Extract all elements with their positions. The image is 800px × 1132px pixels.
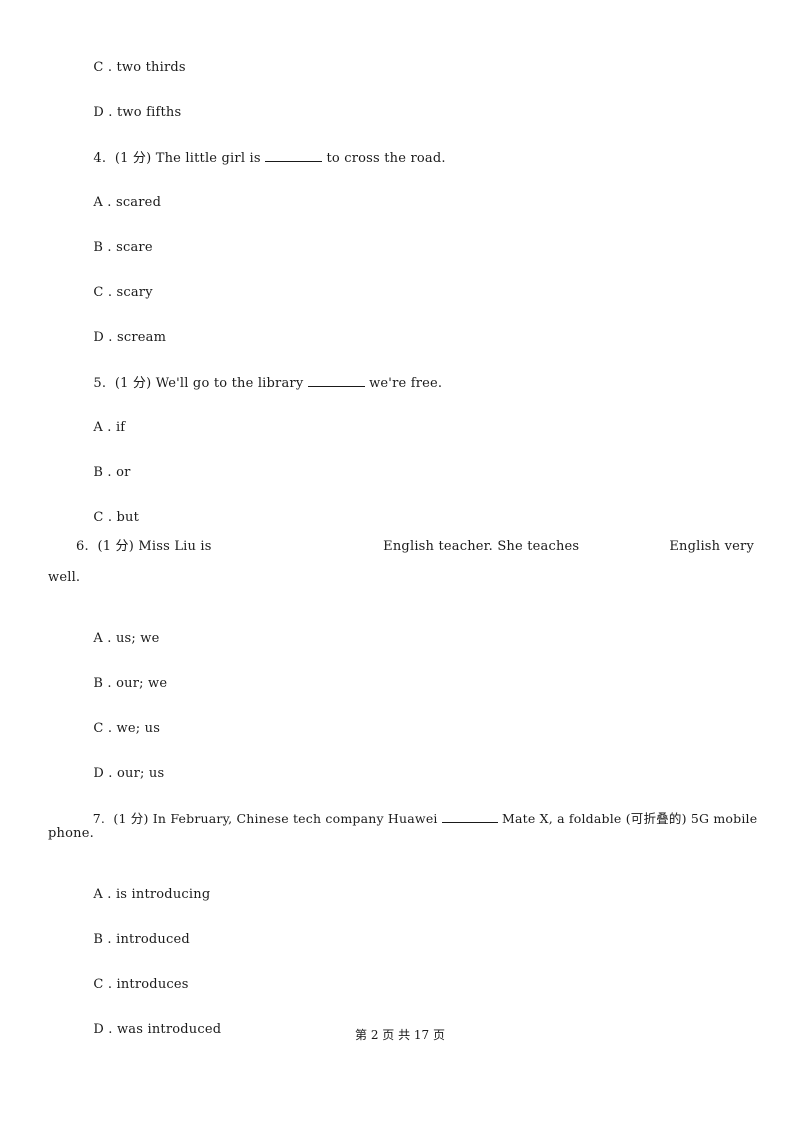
question-4: 4. (1 分) The little girl is to cross the… (93, 150, 446, 166)
option-a: A . scared (93, 195, 162, 210)
page-number: 第 2 页 共 17 页 (355, 1028, 445, 1042)
option-b: B . scare (93, 240, 153, 255)
option-a: A . if (93, 420, 126, 435)
option-d: D . two fifths (93, 105, 182, 120)
answer-blank (265, 150, 323, 162)
option-c: C . scary (93, 285, 153, 300)
option-c: C . two thirds (93, 60, 186, 75)
option-d: D . our; us (93, 766, 165, 781)
question-5: 5. (1 分) We'll go to the library we're f… (93, 375, 443, 391)
option-c: C . we; us (93, 721, 161, 736)
option-a: A . is introducing (93, 887, 211, 902)
option-a: A . us; we (93, 631, 160, 646)
question-7-continuation: phone. (48, 826, 94, 841)
question-6-continuation: well. (48, 570, 81, 585)
option-b: B . or (93, 465, 131, 480)
option-b: B . our; we (93, 676, 168, 691)
option-c: C . but (93, 510, 140, 525)
answer-blank (307, 375, 365, 387)
option-d: D . was introduced (93, 1022, 222, 1037)
answer-blank (441, 811, 498, 823)
question-6: 6. (1 分) Miss Liu is English teacher. Sh… (76, 539, 754, 554)
option-d: D . scream (93, 330, 167, 345)
option-c: C . introduces (93, 977, 189, 992)
option-b: B . introduced (93, 932, 190, 947)
question-7: 7. (1 分) In February, Chinese tech compa… (92, 811, 758, 826)
